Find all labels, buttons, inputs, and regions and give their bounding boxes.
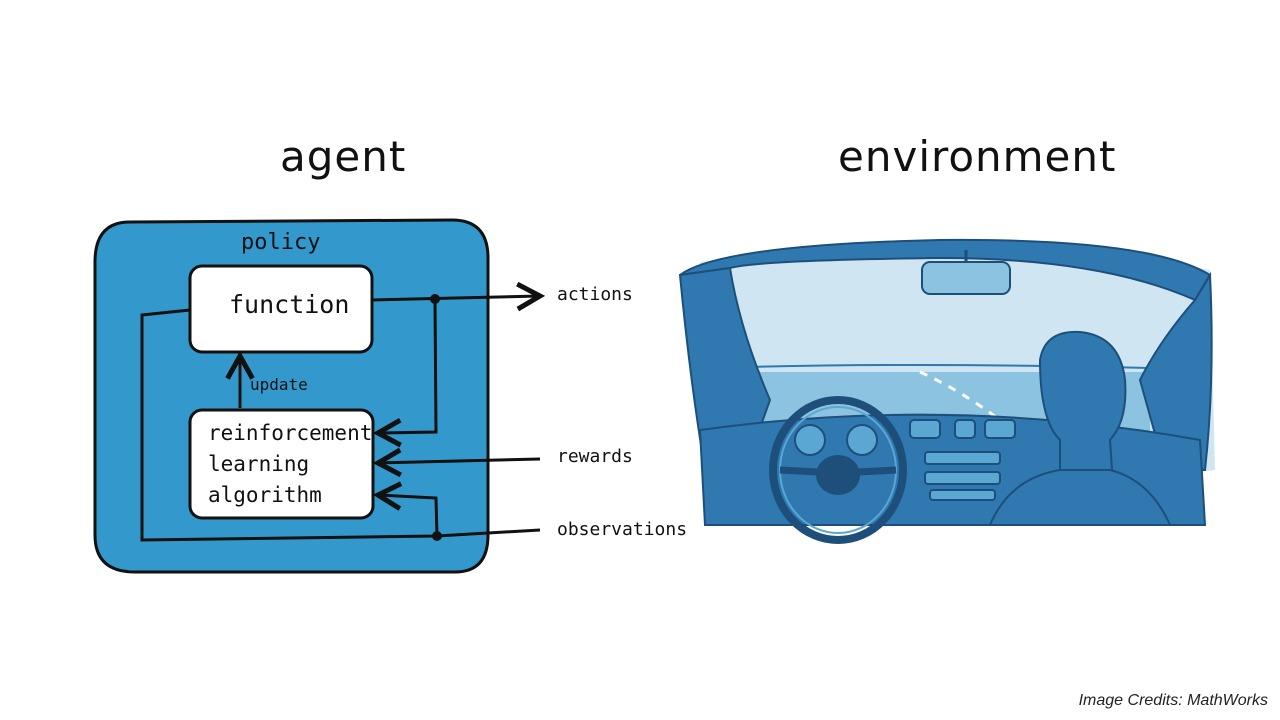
environment-title: environment [838,132,1117,181]
rewards-label: rewards [557,446,633,467]
observations-label: observations [557,519,688,540]
observations-feedback-line [378,495,439,537]
environment-illustration [678,238,1215,544]
actions-label: actions [557,284,633,305]
image-credit: Image Credits: MathWorks [1078,692,1268,709]
actions-feedback-line [378,298,438,433]
algorithm-label: reinforcement learning algorithm [208,421,373,507]
actions-arrow [371,296,540,300]
rewards-arrow [378,459,541,463]
update-label: update [250,375,308,394]
function-box [188,264,374,354]
observations-line [140,308,541,542]
function-label: function [229,290,350,319]
policy-label: policy [241,230,321,255]
agent-title: agent [280,132,407,181]
